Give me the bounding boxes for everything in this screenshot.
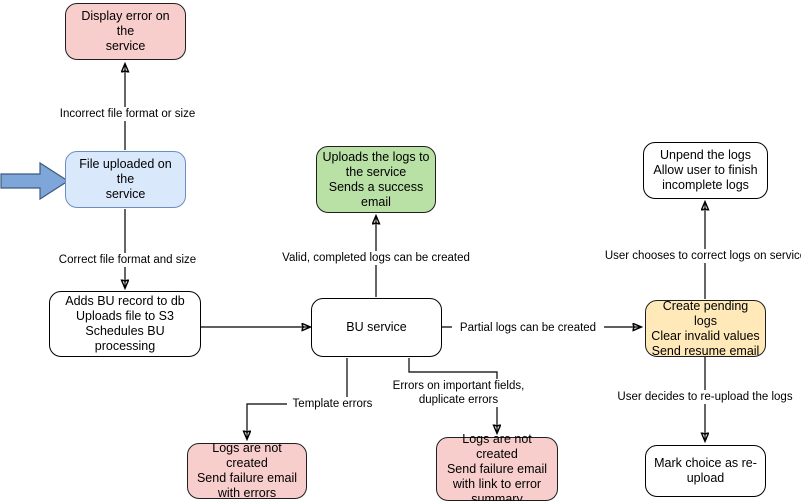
node-display-error[interactable]: Display error on the service bbox=[65, 3, 186, 60]
edge-label-template-errors: Template errors bbox=[287, 397, 378, 411]
edge-label-correct-format: Correct file format and size bbox=[55, 253, 200, 267]
node-logs-not-created-summary[interactable]: Logs are not created Send failure email … bbox=[436, 432, 558, 501]
edge-label-user-corrects: User chooses to correct logs on service bbox=[596, 249, 801, 263]
edge-label-valid-logs: Valid, completed logs can be created bbox=[269, 251, 483, 265]
edge-label-partial-logs: Partial logs can be created bbox=[452, 321, 604, 335]
incoming-block-arrow bbox=[0, 161, 70, 201]
edge-label-user-reuploads: User decides to re-upload the logs bbox=[610, 390, 800, 404]
node-bu-service[interactable]: BU service bbox=[311, 298, 442, 357]
node-mark-choice-reupload[interactable]: Mark choice as re- upload bbox=[645, 445, 766, 497]
node-file-uploaded[interactable]: File uploaded on the service bbox=[65, 151, 186, 208]
node-uploads-logs[interactable]: Uploads the logs to the service Sends a … bbox=[316, 146, 436, 213]
node-adds-bu-record[interactable]: Adds BU record to db Uploads file to S3 … bbox=[49, 291, 201, 357]
edge-label-incorrect-format: Incorrect file format or size bbox=[55, 107, 200, 121]
edge-label-important-errors: Errors on important fields, duplicate er… bbox=[390, 379, 527, 407]
node-create-pending-logs[interactable]: Create pending logs Clear invalid values… bbox=[645, 299, 766, 358]
node-unpend-logs[interactable]: Unpend the logs Allow user to finish inc… bbox=[643, 142, 768, 199]
node-logs-not-created-errors[interactable]: Logs are not created Send failure email … bbox=[187, 441, 307, 500]
